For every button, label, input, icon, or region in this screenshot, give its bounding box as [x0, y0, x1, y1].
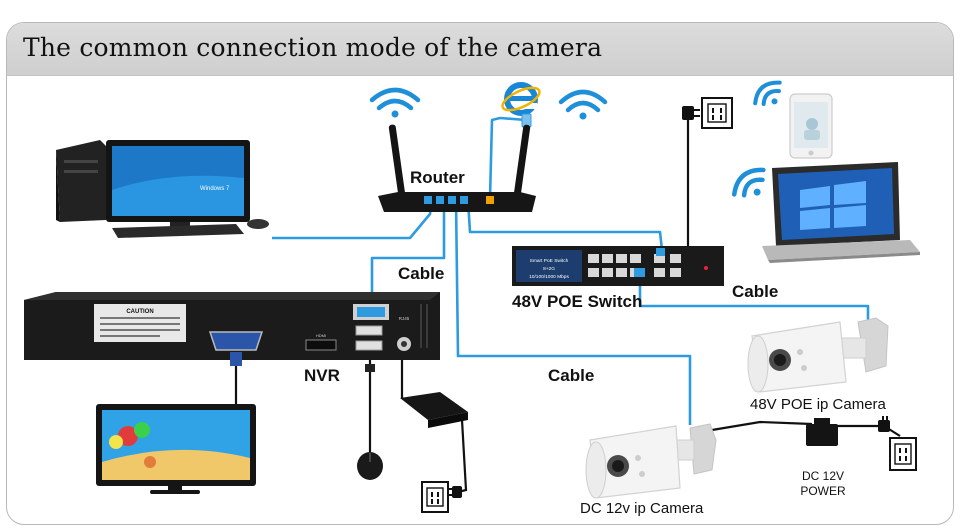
poe-ip-camera — [747, 317, 889, 393]
monitor-tv — [96, 404, 256, 494]
poe-camera-label: 48V POE ip Camera — [750, 396, 886, 413]
dc-power-label-line: DC 12V — [801, 469, 845, 483]
power-plug-icon — [878, 416, 890, 432]
switch-panel-text: 10/100/1000 Mbps — [529, 274, 569, 280]
power-outlet-icon — [889, 437, 917, 471]
dc-camera-label: DC 12v ip Camera — [580, 500, 704, 517]
internet-explorer-icon — [501, 82, 541, 116]
cable-router-camera — [454, 199, 692, 425]
power-outlet-icon — [701, 97, 733, 129]
poe-switch-label: 48V POE Switch — [512, 292, 643, 311]
page-title: The common connection mode of the camera — [23, 33, 603, 62]
title-bar: The common connection mode of the camera — [7, 23, 953, 76]
cable-router-switch — [466, 199, 664, 251]
power-outlet-icon — [421, 481, 449, 513]
cable-router-nvr — [370, 200, 446, 306]
cable-ie-router — [488, 116, 527, 199]
power-plug-icon — [448, 486, 462, 498]
poe-switch: Smart PoE Switch 8+2G 10/100/1000 Mbps — [512, 246, 724, 286]
wifi-icon — [731, 167, 766, 198]
nvr-recorder: CAUTION HDMI RJ45 — [24, 292, 440, 360]
power-plug-icon — [682, 106, 700, 120]
dc-power-label: DC 12V POWER — [796, 469, 850, 499]
cable-camera-dcpower — [711, 420, 813, 432]
nvr-caution-label: CAUTION — [126, 309, 153, 315]
usb-mouse — [357, 364, 383, 480]
router-label: Router — [410, 168, 465, 187]
wifi-icon — [558, 89, 608, 120]
cable-dcpower-outlet — [836, 424, 901, 437]
laptop — [762, 162, 920, 263]
cable-label: Cable — [398, 264, 445, 283]
power-adapter — [400, 392, 468, 428]
wifi-icon — [753, 80, 782, 106]
nvr-label: NVR — [304, 366, 340, 385]
nvr-port-label: RJ45 — [399, 316, 410, 321]
wifi-icon — [369, 87, 421, 118]
nvr-hdmi-label: HDMI — [316, 333, 326, 338]
monitor-brand: Windows 7 — [200, 186, 230, 192]
cable-label: Cable — [732, 282, 779, 301]
dc-power-supply — [806, 418, 838, 446]
cable-label: Cable — [548, 366, 595, 385]
smartphone — [789, 93, 833, 159]
cable-switch-poe-camera — [638, 276, 870, 322]
cables — [272, 116, 870, 425]
cable-adapter-outlet — [457, 419, 468, 494]
switch-panel-text: Smart PoE Switch — [530, 258, 569, 264]
desktop-computer: Windows 7 — [56, 140, 269, 238]
vga-connector — [230, 352, 242, 366]
dc-power-label-line: POWER — [800, 484, 846, 498]
dc-ip-camera — [585, 423, 717, 499]
router — [378, 124, 536, 212]
switch-panel-text: 8+2G — [543, 266, 555, 272]
